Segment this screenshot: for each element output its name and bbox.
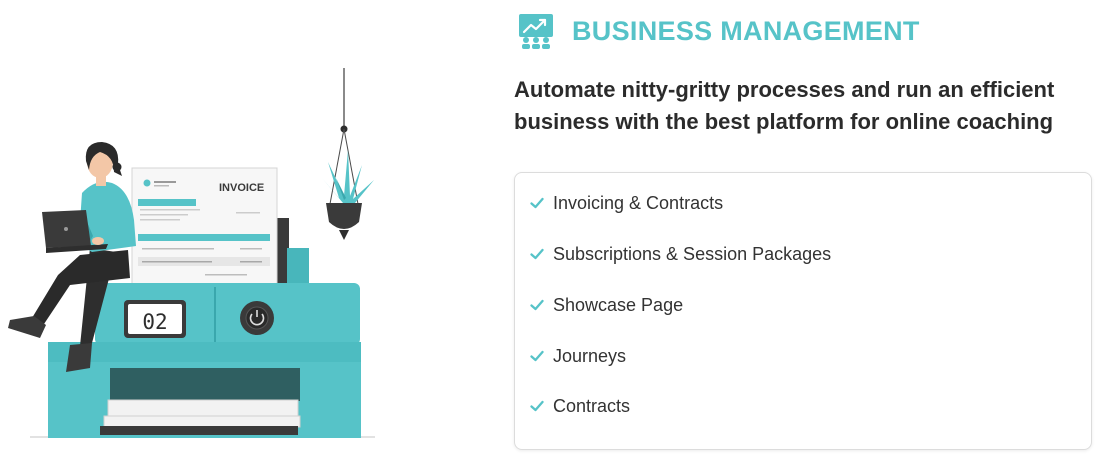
feature-item-contracts: Contracts <box>530 394 630 418</box>
invoice-title: INVOICE <box>219 182 264 194</box>
feature-label: Showcase Page <box>553 294 684 315</box>
section-title: BUSINESS MANAGEMENT <box>572 15 920 46</box>
checkmark-icon <box>530 248 544 260</box>
checkmark-icon <box>530 299 544 311</box>
feature-label: Journeys <box>553 345 627 366</box>
feature-item-journeys: Journeys <box>530 344 626 368</box>
subtitle-line-2: business with the best platform for onli… <box>514 109 1054 134</box>
business-illustration: INVOICE 02 <box>8 68 375 438</box>
person-with-laptop <box>8 142 136 372</box>
business-growth-icon <box>519 14 553 49</box>
feature-label: Contracts <box>553 395 631 416</box>
section-header: BUSINESS MANAGEMENT <box>518 10 920 52</box>
checkmark-icon <box>530 350 544 362</box>
printer-display: 02 <box>142 310 167 334</box>
hanging-plant-icon <box>322 68 374 240</box>
checkmark-icon <box>530 400 544 412</box>
checkmark-icon <box>530 197 544 209</box>
invoice-document: INVOICE <box>131 167 278 287</box>
feature-label: Subscriptions & Session Packages <box>553 243 832 264</box>
feature-item-invoicing: Invoicing & Contracts <box>530 191 723 215</box>
feature-item-showcase: Showcase Page <box>530 293 683 317</box>
feature-list-card: Invoicing & Contracts Subscriptions & Se… <box>514 172 1092 450</box>
subtitle-line-1: Automate nitty-gritty processes and run … <box>514 77 1055 102</box>
printer: 02 <box>48 283 361 438</box>
feature-item-subscriptions: Subscriptions & Session Packages <box>530 242 831 266</box>
section-subtitle: Automate nitty-gritty processes and run … <box>514 74 1094 138</box>
feature-label: Invoicing & Contracts <box>553 192 724 213</box>
